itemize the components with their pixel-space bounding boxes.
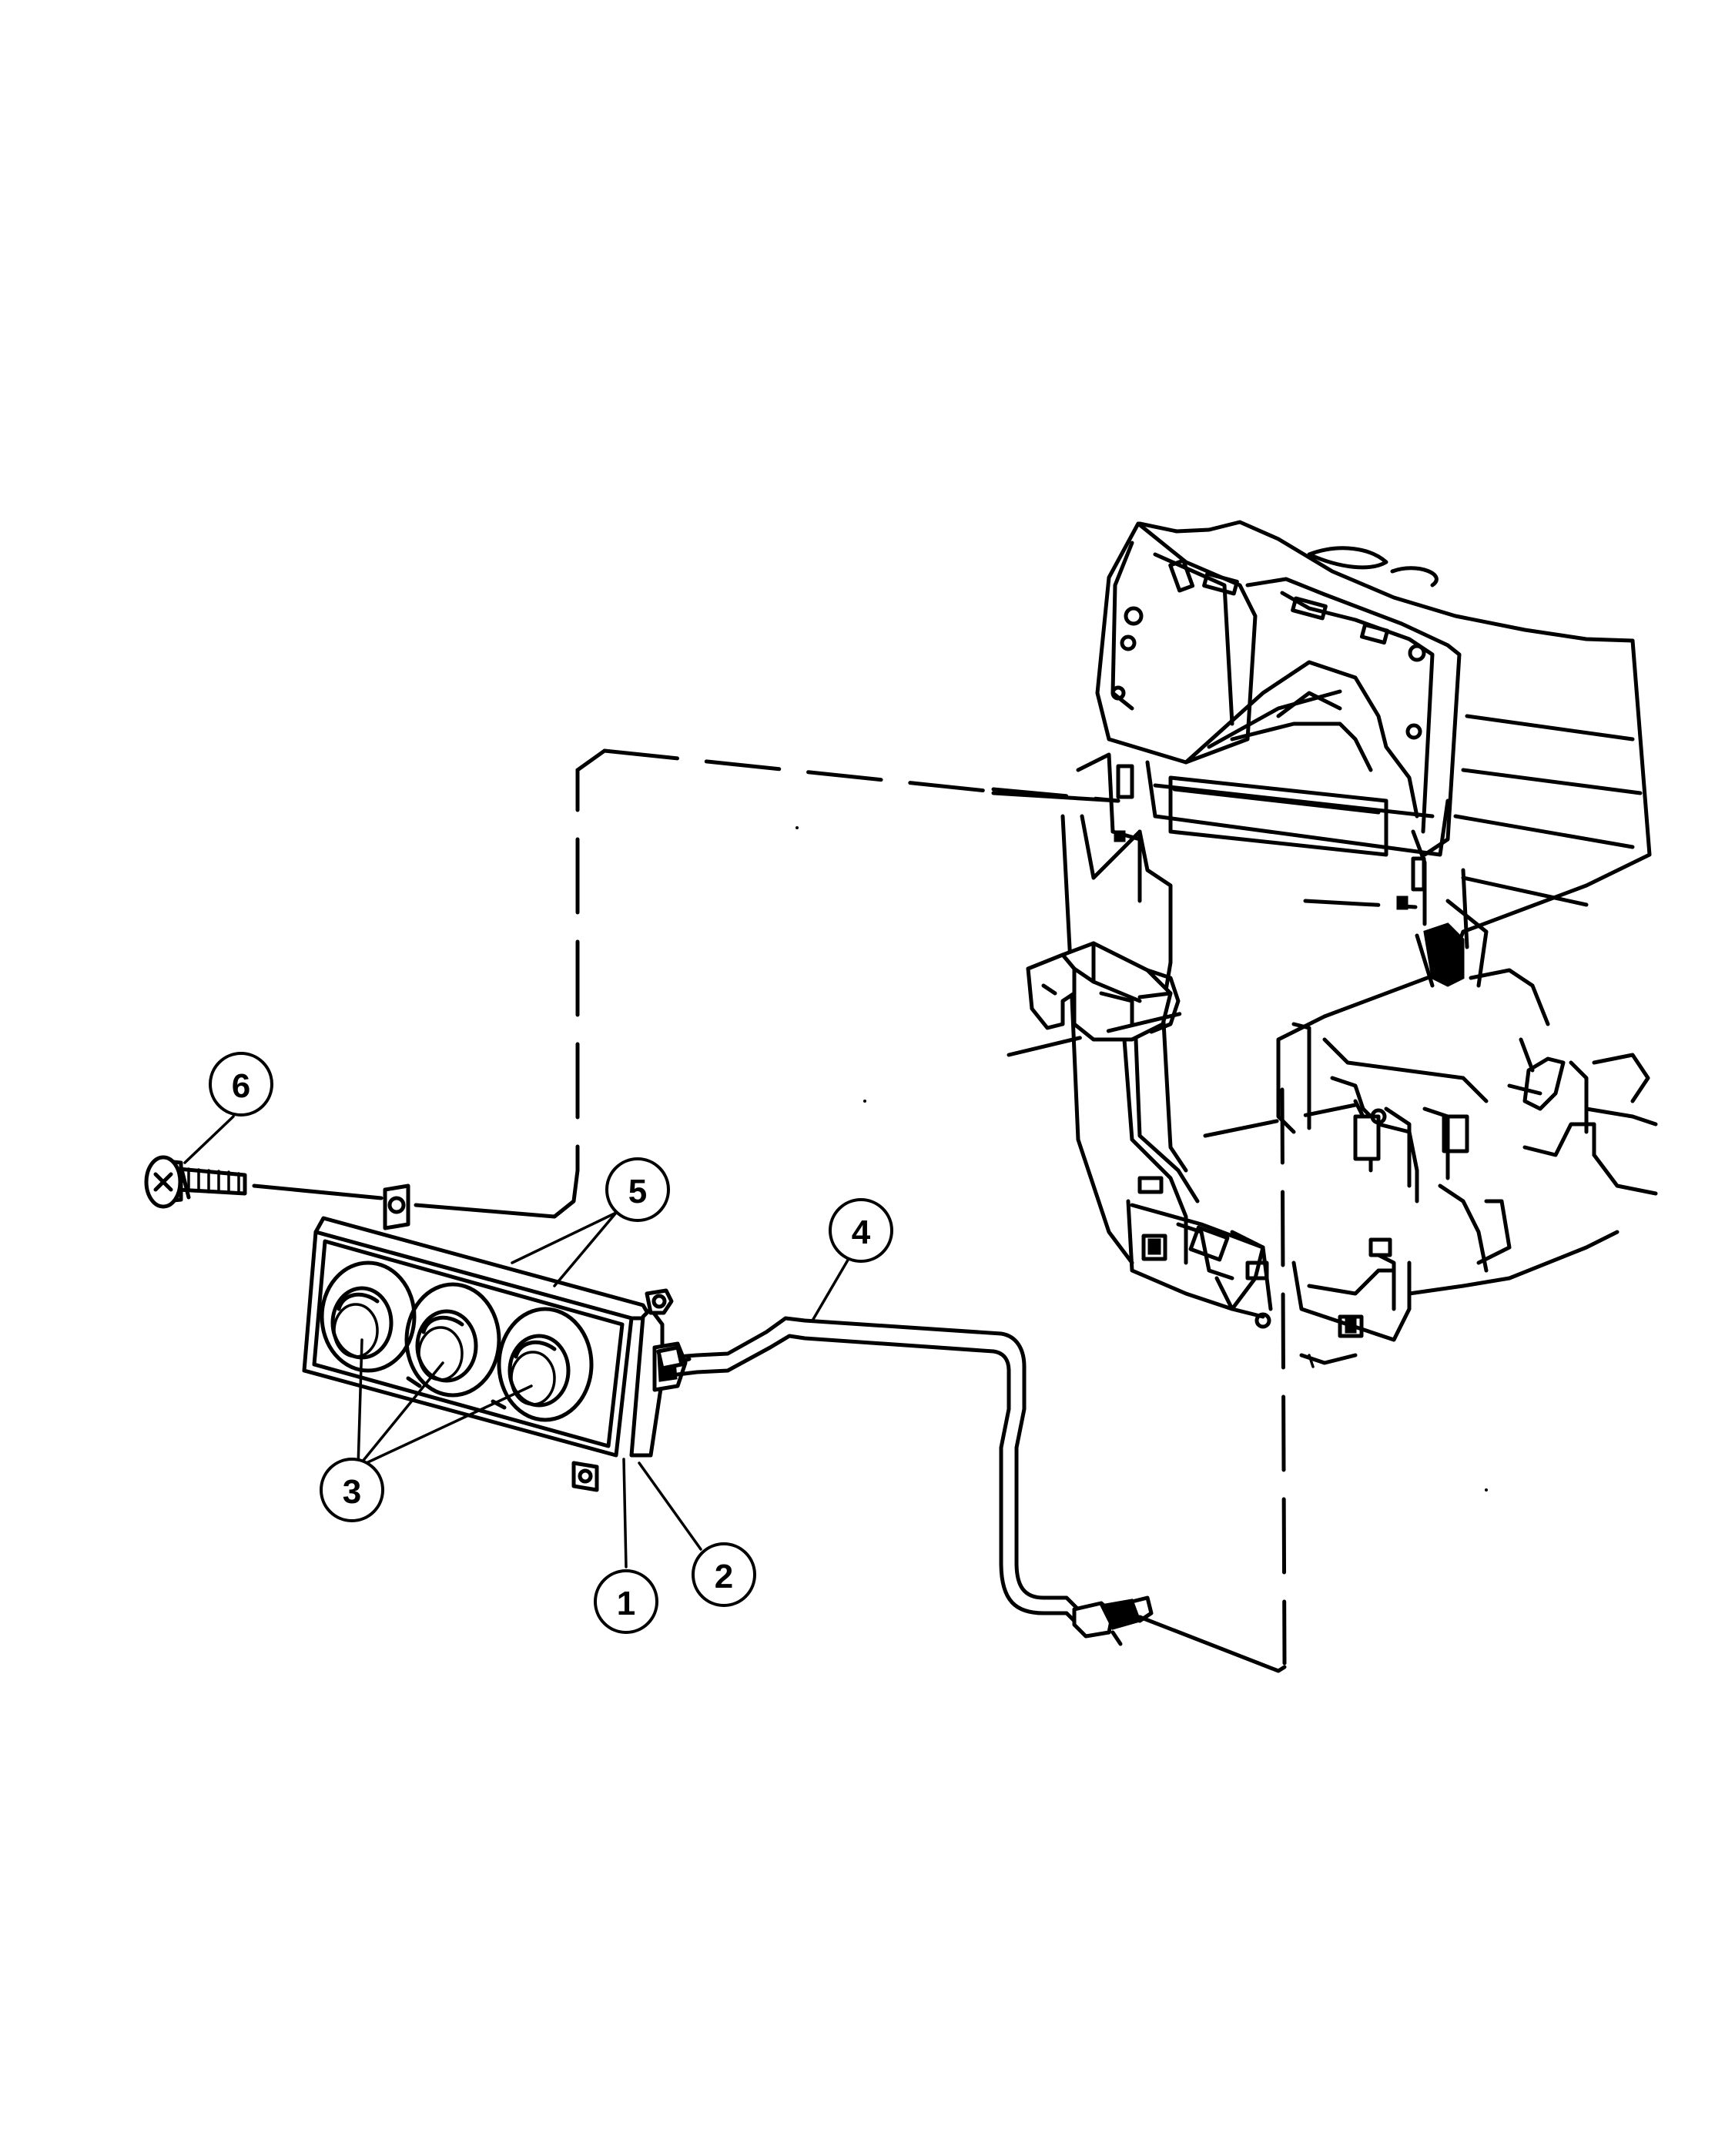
callout-6: 6: [209, 1052, 273, 1116]
scan-dot: [863, 1100, 866, 1103]
callout-1-label: 1: [617, 1585, 635, 1622]
callout-3-label: 3: [343, 1473, 361, 1511]
callout-4-label: 4: [852, 1214, 871, 1251]
heater-control-panel: [302, 1183, 692, 1492]
mounting-screw: [144, 1155, 247, 1209]
instrument-panel-bracket: [1026, 520, 1658, 1368]
callout-5-label: 5: [628, 1173, 647, 1210]
callout-2: 2: [692, 1542, 756, 1607]
wiring-harness: [656, 1316, 1154, 1646]
callout-1: 1: [594, 1569, 658, 1634]
callout-6-label: 6: [232, 1067, 250, 1105]
callout-4: 4: [829, 1198, 893, 1263]
callout-leaders: [183, 1115, 851, 1568]
callout-3: 3: [320, 1458, 384, 1522]
callout-2-label: 2: [715, 1558, 733, 1595]
callout-5: 5: [605, 1157, 670, 1222]
scan-dot: [1485, 1488, 1488, 1491]
scan-dot: [796, 826, 799, 829]
installation-lines: [252, 748, 1418, 1673]
